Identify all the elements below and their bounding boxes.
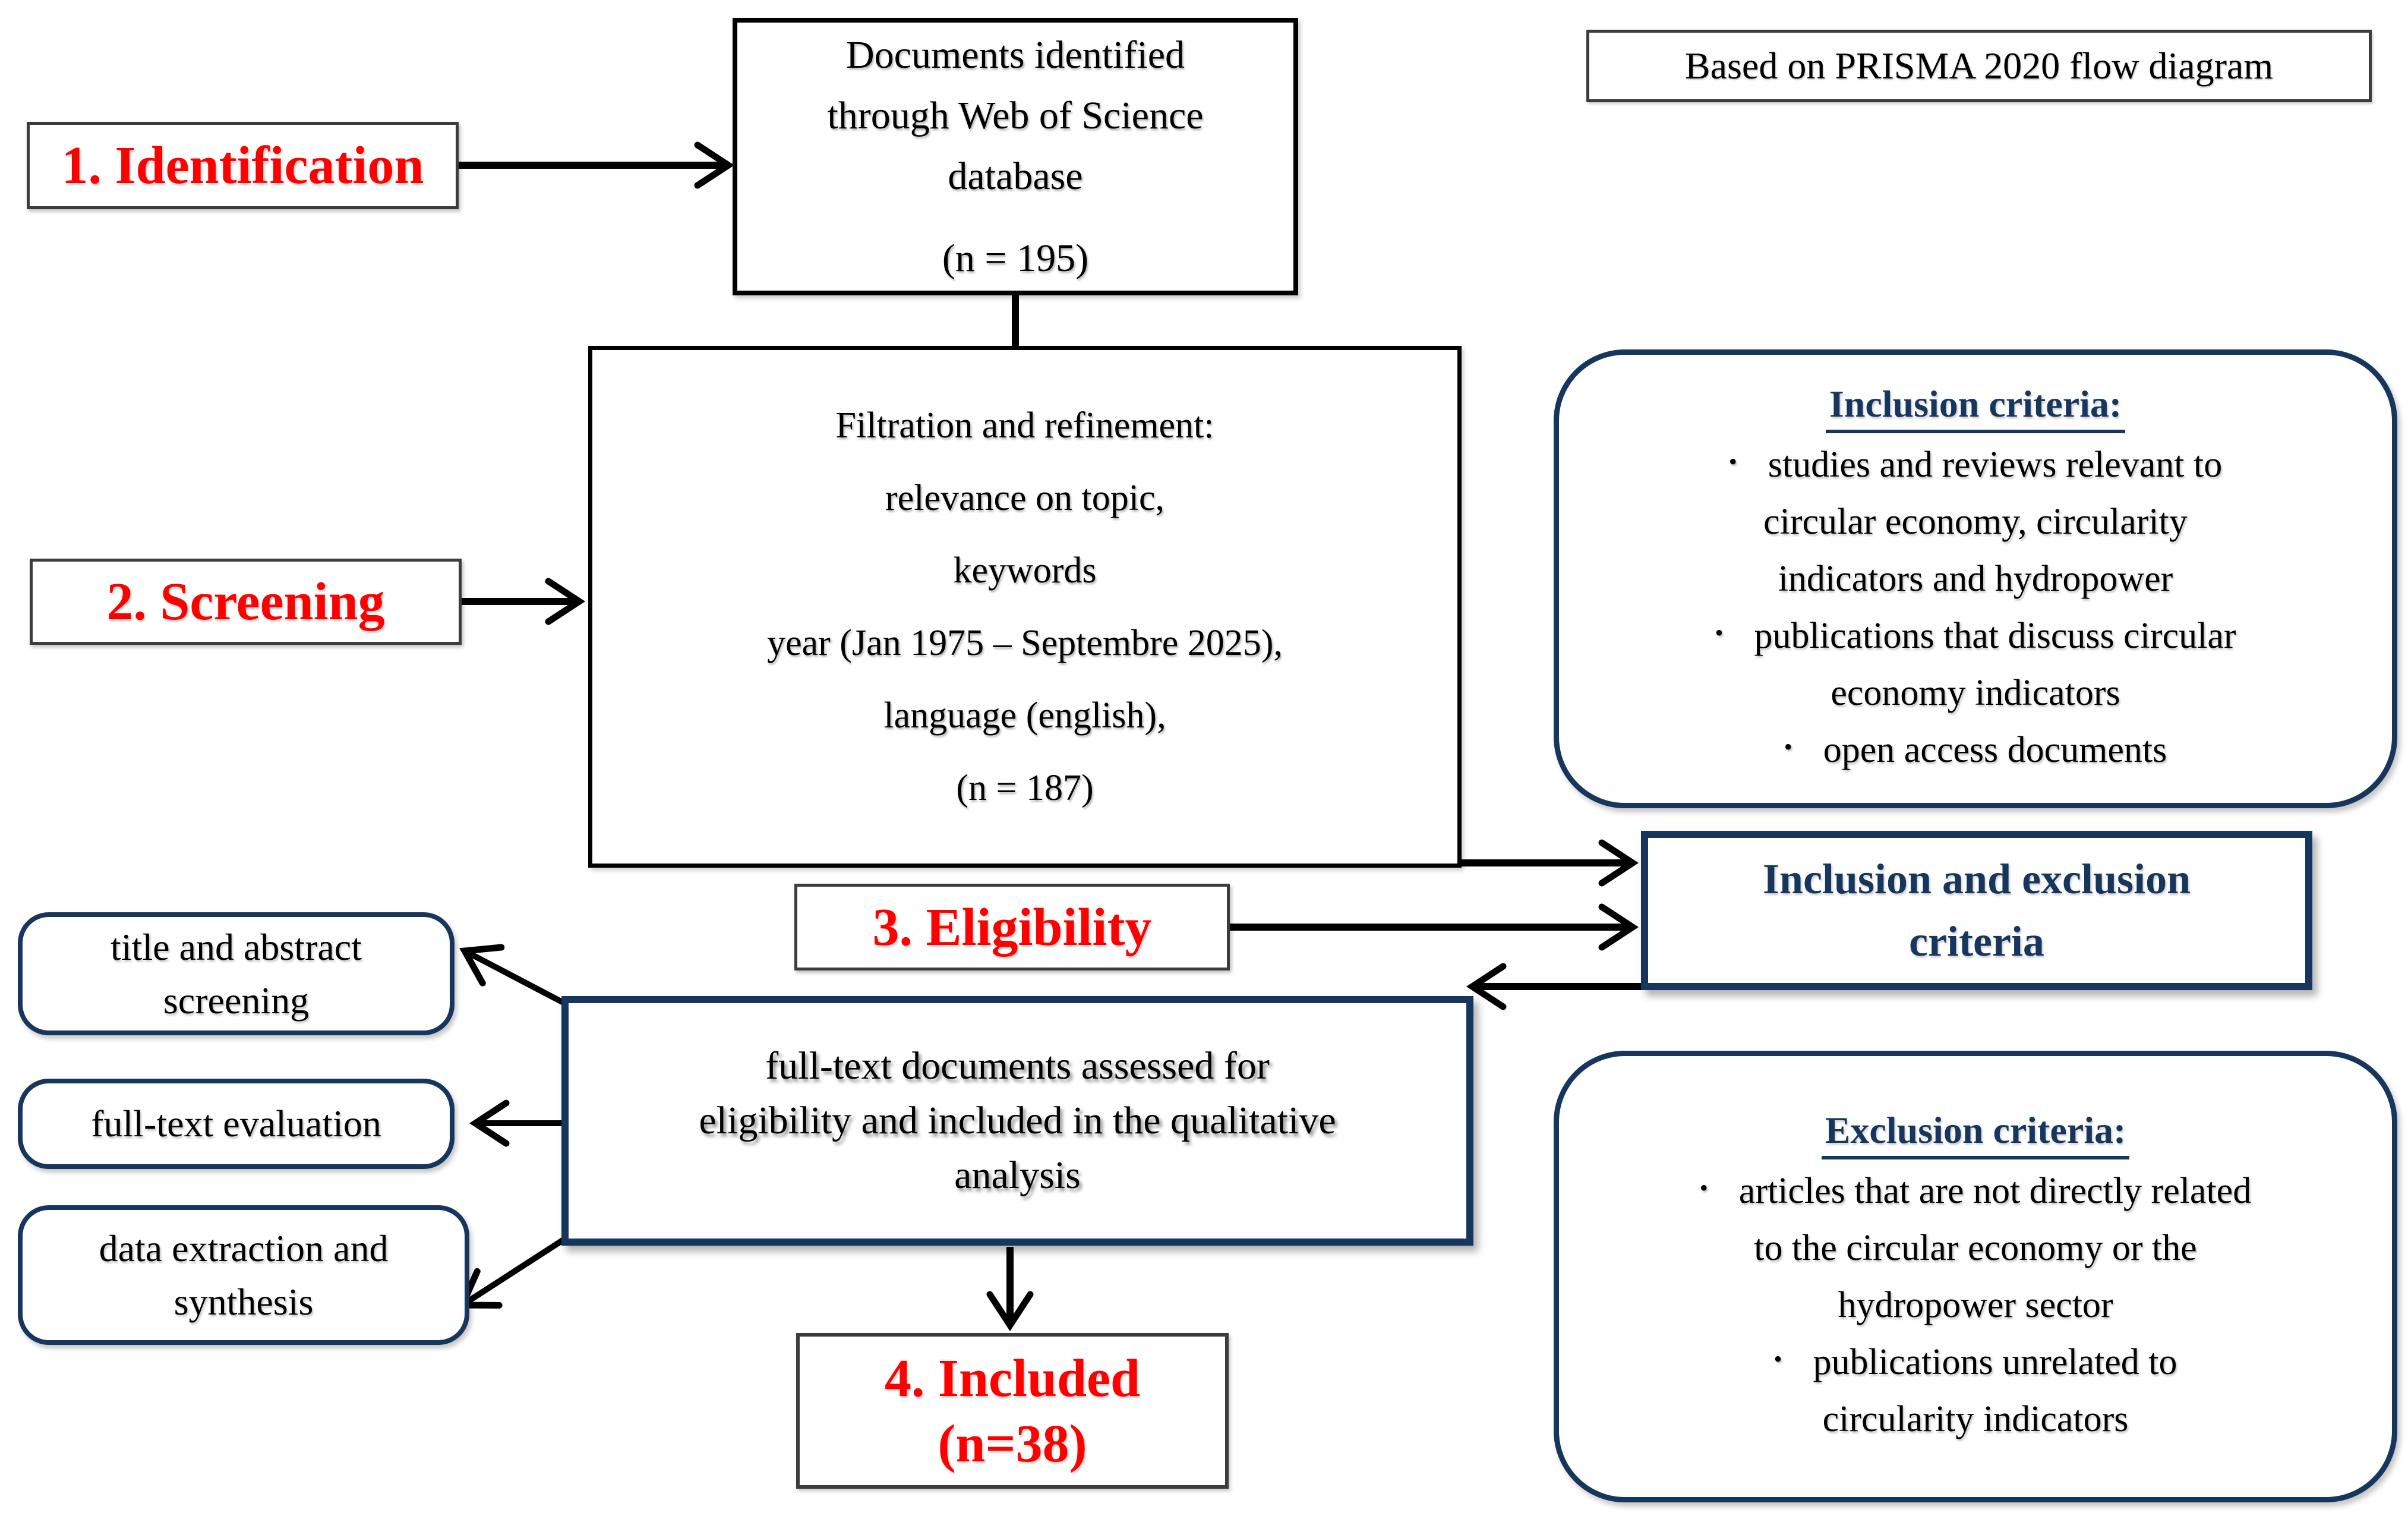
prisma-note-text: Based on PRISMA 2020 flow diagram xyxy=(1684,45,2274,87)
inclusion-bullet-line: economy indicators xyxy=(1831,672,2120,713)
arrow-fulltext-to-title-screening xyxy=(459,944,566,1006)
bullet-dot: • xyxy=(1715,619,1724,646)
filtration-line: Filtration and refinement: xyxy=(835,405,1214,446)
inclusion-bullet-line: •publications that discuss circular xyxy=(1715,615,2236,656)
inclusion-criteria-box: Inclusion criteria: •studies and reviews… xyxy=(1554,349,2397,808)
process-line: screening xyxy=(163,979,310,1022)
exclusion-bullet-line: hydropower sector xyxy=(1838,1284,2113,1325)
exclusion-bullet-line: to the circular economy or the xyxy=(1754,1227,2197,1268)
fulltext-assessed-box: full-text documents assessed for eligibi… xyxy=(561,996,1473,1246)
exclusion-bullet-line: circularity indicators xyxy=(1822,1398,2129,1439)
exclusion-criteria-title: Exclusion criteria: xyxy=(1821,1108,2130,1159)
bullet-dot: • xyxy=(1773,1345,1782,1372)
process-line: data extraction and xyxy=(99,1227,389,1269)
exclusion-bullet-line: •publications unrelated to xyxy=(1773,1341,2177,1382)
documents-line: through Web of Science xyxy=(827,93,1204,137)
inclusion-bullet-line: indicators and hydropower xyxy=(1778,558,2173,599)
documents-line: database xyxy=(948,154,1083,198)
title-abstract-screening-box: title and abstract screening xyxy=(18,912,455,1035)
stage-included-count: (n=38) xyxy=(938,1414,1087,1473)
inclusion-bullet-line: •studies and reviews relevant to xyxy=(1728,444,2223,485)
bullet-dot: • xyxy=(1728,448,1737,475)
process-line: synthesis xyxy=(173,1280,314,1323)
fulltext-evaluation-box: full-text evaluation xyxy=(18,1079,455,1169)
prisma-note-box: Based on PRISMA 2020 flow diagram xyxy=(1586,30,2372,102)
inclusion-bullet-line: •open access documents xyxy=(1784,729,2167,770)
criteria-link-line: Inclusion and exclusion xyxy=(1762,855,2191,903)
filtration-line: relevance on topic, xyxy=(885,477,1164,518)
stage-identification-label: 1. Identification xyxy=(61,136,424,195)
process-line: full-text evaluation xyxy=(91,1102,381,1145)
criteria-link-line: criteria xyxy=(1909,918,2044,965)
fulltext-line: analysis xyxy=(954,1154,1081,1197)
stage-eligibility-label: 3. Eligibility xyxy=(872,897,1152,957)
criteria-link-box: Inclusion and exclusion criteria xyxy=(1641,831,2312,990)
stage-included-box: 4. Included (n=38) xyxy=(796,1333,1229,1489)
inclusion-bullet-line: circular economy, circularity xyxy=(1763,501,2188,542)
filtration-count: (n = 187) xyxy=(956,767,1094,808)
exclusion-bullet-line: •articles that are not directly related xyxy=(1699,1170,2252,1211)
documents-line: Documents identified xyxy=(845,33,1185,77)
stage-screening-box: 2. Screening xyxy=(30,559,462,645)
filtration-line: language (english), xyxy=(883,695,1166,736)
arrow-fulltext-to-data-extraction xyxy=(457,1236,566,1309)
fulltext-line: eligibility and included in the qualitat… xyxy=(699,1099,1336,1142)
bullet-dot: • xyxy=(1784,733,1792,760)
stage-identification-box: 1. Identification xyxy=(27,122,459,209)
stage-included-label: 4. Included xyxy=(884,1348,1141,1408)
stage-eligibility-box: 3. Eligibility xyxy=(794,884,1230,970)
bullet-dot: • xyxy=(1699,1174,1708,1201)
data-extraction-box: data extraction and synthesis xyxy=(18,1205,469,1345)
fulltext-line: full-text documents assessed for xyxy=(765,1044,1270,1088)
exclusion-criteria-box: Exclusion criteria: •articles that are n… xyxy=(1554,1051,2397,1502)
documents-count: (n = 195) xyxy=(942,236,1089,280)
filtration-line: year (Jan 1975 – Septembre 2025), xyxy=(767,622,1283,663)
documents-identified-box: Documents identified through Web of Scie… xyxy=(733,18,1298,295)
process-line: title and abstract xyxy=(111,925,362,968)
stage-screening-label: 2. Screening xyxy=(106,572,385,631)
filtration-box: Filtration and refinement: relevance on … xyxy=(588,346,1462,868)
filtration-line: keywords xyxy=(953,550,1097,591)
inclusion-criteria-title: Inclusion criteria: xyxy=(1825,382,2126,433)
